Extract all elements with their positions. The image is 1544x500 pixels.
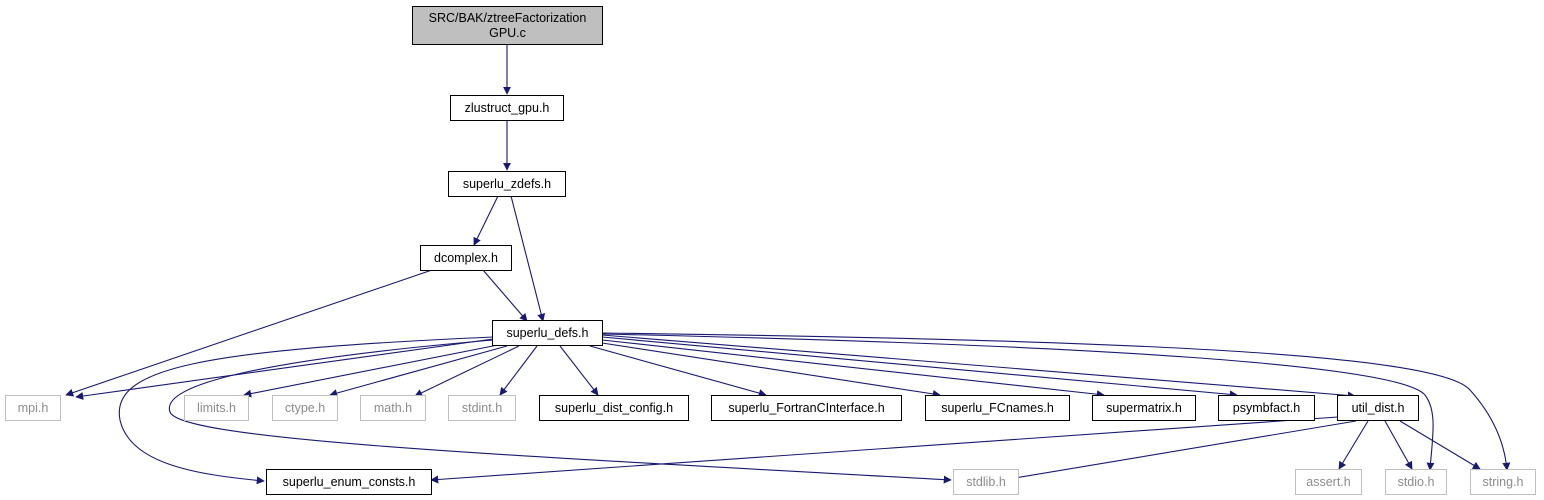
- node-supermatrix[interactable]: supermatrix.h: [1092, 395, 1196, 421]
- root-file-line1: SRC/BAK/ztreeFactorization: [428, 10, 587, 25]
- edge-superlu-zdefs-to-superlu-defs: [510, 195, 546, 322]
- edge-dcomplex-to-superlu-defs: [482, 269, 528, 322]
- node-mpi: mpi.h: [5, 395, 61, 421]
- node-root-file[interactable]: SRC/BAK/ztreeFactorization GPU.c: [412, 6, 603, 45]
- edge-superlu-defs-to-superlu-fortrancinterface: [589, 345, 767, 397]
- edge-superlu-defs-to-mpi: [75, 338, 494, 400]
- node-ctype: ctype.h: [272, 395, 338, 421]
- node-superlu-defs[interactable]: superlu_defs.h: [492, 320, 603, 346]
- node-superlu-enum-consts[interactable]: superlu_enum_consts.h: [266, 469, 432, 495]
- edge-util-dist-to-string: [1399, 420, 1481, 470]
- node-superlu-fortrancinterface[interactable]: superlu_FortranCInterface.h: [711, 395, 902, 421]
- node-math: math.h: [360, 395, 426, 421]
- node-stdio: stdio.h: [1385, 469, 1447, 495]
- edge-util-dist-to-assert: [1338, 420, 1369, 470]
- node-string: string.h: [1470, 469, 1536, 495]
- edge-util-dist-to-stdlib: [1008, 420, 1357, 482]
- root-file-line2: GPU.c: [489, 25, 526, 40]
- edge-superlu-defs-to-math: [414, 345, 520, 397]
- edge-dcomplex-to-mpi: [65, 269, 433, 397]
- edge-superlu-defs-to-psymbfact: [601, 336, 1238, 399]
- node-zlustruct-gpu[interactable]: zlustruct_gpu.h: [450, 95, 564, 121]
- edge-util-dist-to-stdio: [1384, 420, 1413, 470]
- node-assert: assert.h: [1295, 469, 1362, 495]
- edge-superlu-defs-to-superlu-fcnames: [601, 342, 941, 398]
- node-dcomplex[interactable]: dcomplex.h: [420, 245, 512, 271]
- edge-superlu-defs-to-util-dist: [601, 334, 1356, 400]
- node-stdlib: stdlib.h: [953, 469, 1019, 495]
- edge-superlu-defs-to-stdint: [499, 345, 538, 396]
- node-superlu-zdefs[interactable]: superlu_zdefs.h: [448, 171, 566, 197]
- edge-util-dist-to-superlu-enum-consts: [430, 416, 1339, 484]
- node-limits: limits.h: [184, 395, 249, 421]
- edge-superlu-defs-to-limits: [243, 344, 499, 398]
- edge-superlu-defs-to-superlu-dist-config: [559, 345, 599, 396]
- node-stdint: stdint.h: [448, 395, 516, 421]
- edge-superlu-defs-to-stdlib: [168, 339, 952, 484]
- node-superlu-dist-config[interactable]: superlu_dist_config.h: [539, 395, 689, 421]
- node-util-dist[interactable]: util_dist.h: [1337, 395, 1419, 421]
- edge-superlu-defs-to-supermatrix: [601, 339, 1105, 399]
- node-psymbfact[interactable]: psymbfact.h: [1218, 395, 1315, 421]
- edge-superlu-zdefs-to-dcomplex: [473, 195, 499, 246]
- edge-superlu-defs-to-stdio: [601, 333, 1435, 471]
- node-superlu-fcnames[interactable]: superlu_FCnames.h: [925, 395, 1070, 421]
- edge-superlu-defs-to-superlu-enum-consts: [118, 336, 494, 485]
- edge-superlu-defs-to-string: [601, 332, 1511, 471]
- edge-superlu-defs-to-ctype: [329, 345, 508, 397]
